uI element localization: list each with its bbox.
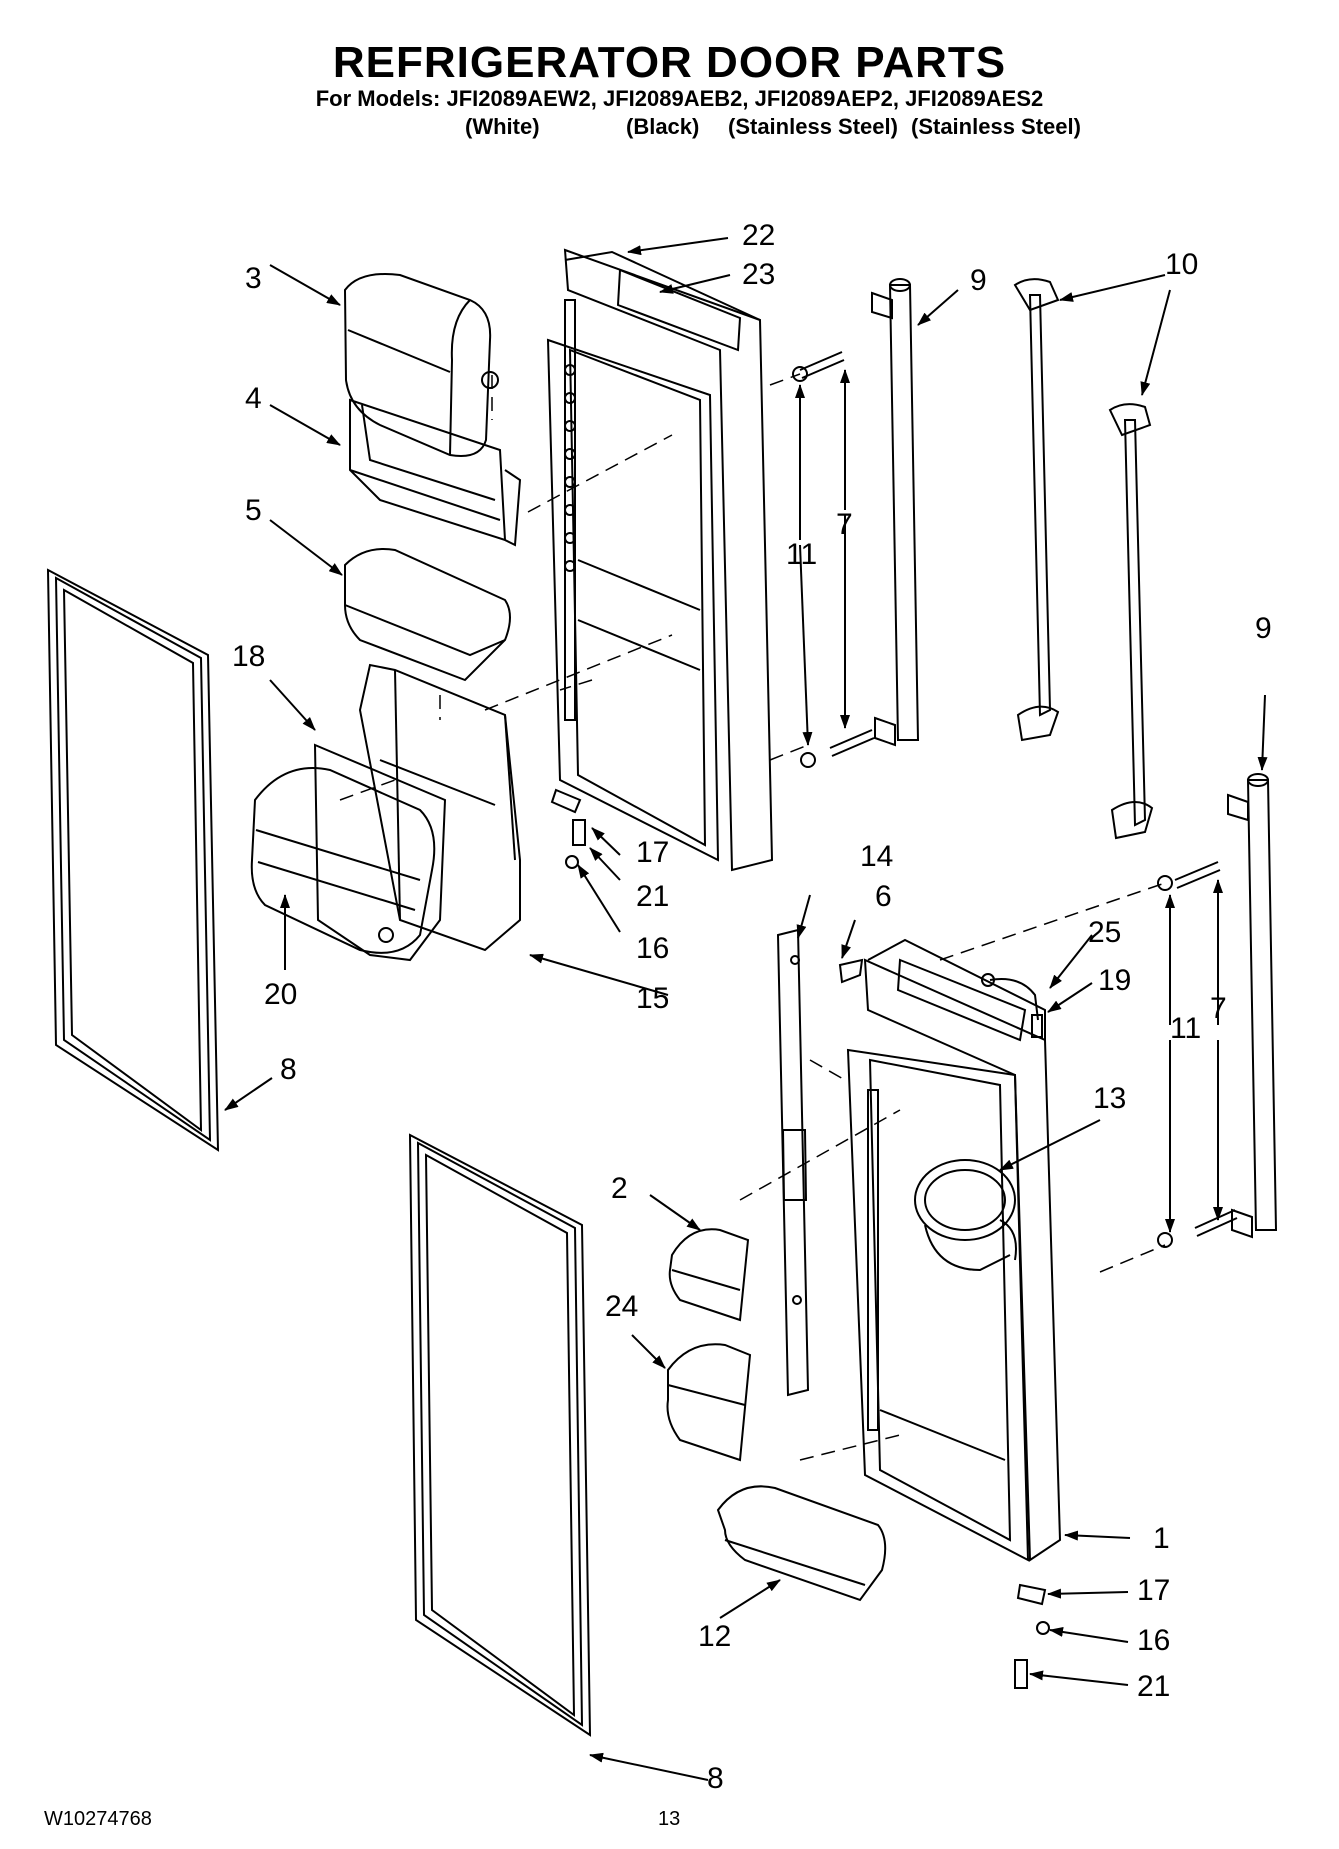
callout-11-upper: 11 — [786, 538, 818, 571]
callout-7-lower: 7 — [1210, 992, 1227, 1025]
door-handle-upper — [871, 278, 920, 747]
callout-21-lower: 21 — [1137, 1670, 1171, 1703]
callout-8-right: 8 — [707, 1762, 724, 1795]
page-title: REFRIGERATOR DOOR PARTS — [332, 38, 1007, 87]
dairy-bin — [349, 398, 522, 547]
hinge-hardware-left — [550, 788, 586, 869]
door-gasket-left — [46, 568, 220, 1152]
callout-15: 15 — [636, 982, 670, 1015]
door-bin-5 — [344, 548, 511, 682]
callout-17-lower: 17 — [1137, 1574, 1171, 1607]
finish-stainless-1: (Stainless Steel) — [728, 114, 898, 139]
door-hinge-strip — [776, 928, 864, 1397]
finish-stainless-2: (Stainless Steel) — [911, 114, 1081, 139]
wire-harness — [981, 973, 1043, 1038]
callout-11-lower: 11 — [1170, 1012, 1202, 1045]
door-bin-12 — [716, 1485, 887, 1602]
callout-16-upper: 16 — [636, 932, 670, 965]
callout-23: 23 — [742, 258, 776, 291]
handle-trim-pair — [1013, 278, 1154, 840]
callout-10: 10 — [1165, 248, 1199, 281]
callout-21-upper: 21 — [636, 880, 670, 913]
callout-8-left: 8 — [280, 1053, 297, 1086]
callout-24: 24 — [605, 1290, 639, 1323]
callout-19: 19 — [1098, 964, 1132, 997]
handle-screws-spacers — [792, 351, 1238, 1248]
document-number: W10274768 — [44, 1808, 152, 1830]
door-bin-2 — [668, 1228, 750, 1322]
finish-white: (White) — [465, 114, 540, 139]
callout-6: 6 — [875, 880, 892, 913]
page-number: 13 — [658, 1808, 681, 1830]
callout-9-upper: 9 — [970, 264, 987, 297]
callout-13: 13 — [1093, 1082, 1127, 1115]
freezer-door-liner — [546, 248, 774, 872]
callout-4: 4 — [245, 382, 262, 415]
ice-bin-housing — [358, 663, 521, 952]
callout-22: 22 — [742, 219, 776, 252]
fresh-food-door — [846, 938, 1062, 1562]
door-handle-lower — [1227, 773, 1278, 1239]
callout-12: 12 — [698, 1620, 732, 1653]
callout-1: 1 — [1153, 1522, 1170, 1555]
ice-bin-front — [250, 743, 447, 962]
bin-cover — [343, 273, 499, 457]
callout-17-upper: 17 — [636, 836, 670, 869]
callout-2: 2 — [611, 1172, 628, 1205]
callout-14: 14 — [860, 840, 894, 873]
door-bin-24 — [666, 1343, 752, 1462]
callout-5: 5 — [245, 494, 262, 527]
callout-25: 25 — [1088, 916, 1122, 949]
callout-3: 3 — [245, 262, 262, 295]
finish-black: (Black) — [626, 114, 700, 139]
models-line: For Models: JFI2089AEW2, JFI2089AEB2, JF… — [315, 86, 1044, 111]
callout-18: 18 — [232, 640, 266, 673]
dispenser-seal-ring — [914, 1159, 1016, 1272]
hinge-hardware-right — [1014, 1583, 1050, 1689]
callout-20: 20 — [264, 978, 298, 1011]
door-gasket-right — [408, 1133, 592, 1737]
callout-9-lower: 9 — [1255, 612, 1272, 645]
callout-7-upper: 7 — [836, 508, 853, 541]
callout-16-lower: 16 — [1137, 1624, 1171, 1657]
